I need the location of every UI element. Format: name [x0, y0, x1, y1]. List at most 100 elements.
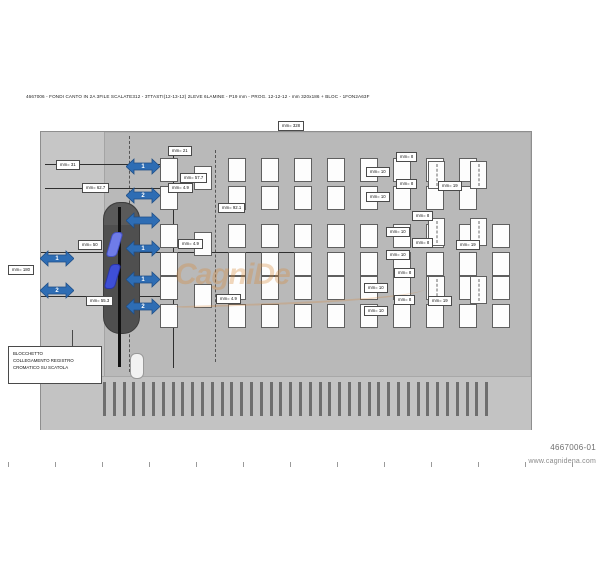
- dim-180: mm= 180: [8, 265, 35, 276]
- comb-tooth: [416, 382, 420, 416]
- key-rectangle: [327, 158, 345, 182]
- comb-tooth: [357, 382, 361, 416]
- dim-4-9-a: mm= 4.9: [168, 183, 193, 194]
- key-rectangle: [261, 276, 279, 300]
- dim-r19-c: mm= 19: [428, 296, 452, 307]
- key-rectangle: [426, 304, 444, 328]
- dim-4-9-c: mm= 4.9: [216, 294, 241, 305]
- comb-tooth: [122, 382, 126, 416]
- page-title: 4667006 - FONDI CANTO IN 2A 3FILE SCALAT…: [26, 94, 370, 99]
- comb-tooth: [259, 382, 263, 416]
- comb-tooth: [299, 382, 302, 416]
- dim-r10-e: mm= 10: [364, 283, 388, 294]
- key-rectangle: [294, 186, 312, 210]
- bottom-ruler: [0, 462, 616, 474]
- comb-tooth: [142, 382, 146, 416]
- dim-21: mm= 21: [168, 146, 192, 157]
- lever-arrow-mid-1[interactable]: [126, 212, 160, 229]
- dim-31: mm= 31: [56, 160, 80, 171]
- comb-tooth: [465, 382, 469, 416]
- comb-tooth: [485, 382, 489, 416]
- ruler-tick: [431, 462, 432, 467]
- lever-arrow-left-2[interactable]: 2: [40, 282, 74, 299]
- key-rectangle: [426, 252, 444, 276]
- lever-arrow-low-2[interactable]: 2: [126, 298, 160, 315]
- dim-r10-d: mm= 10: [386, 250, 410, 261]
- lever-arrow-top-2[interactable]: 2: [126, 187, 160, 204]
- comb-tooth: [132, 382, 136, 416]
- lever-arrow-left-1[interactable]: 1: [40, 250, 74, 267]
- key-rectangle: [228, 224, 246, 248]
- ruler-tick: [337, 462, 338, 467]
- key-rectangle: [327, 304, 345, 328]
- key-rectangle: [294, 304, 312, 328]
- note-box: BLOCCHETTO COLLEGAMENTO REGISTRO CROMATI…: [8, 346, 102, 384]
- comb-tooth: [348, 382, 351, 416]
- ruler-tick: [102, 462, 103, 467]
- comb-tooth: [397, 382, 400, 416]
- dim-line-62: [45, 188, 175, 189]
- lever-arrow-top-1-label: 1: [141, 163, 145, 170]
- key-rectangle: [360, 224, 378, 248]
- lever-arrow-top-1[interactable]: 1: [126, 158, 160, 175]
- note-line-2: COLLEGAMENTO REGISTRO: [13, 357, 74, 363]
- key-centerline: [478, 279, 479, 301]
- key-rectangle: [294, 276, 312, 300]
- comb-tooth: [446, 382, 449, 416]
- website-url: www.cagnidena.com: [528, 458, 596, 465]
- construction-line-c: [215, 150, 216, 362]
- key-rectangle: [459, 186, 477, 210]
- ruler-tick: [55, 462, 56, 467]
- key-rectangle: [294, 252, 312, 276]
- key-centerline: [436, 221, 437, 243]
- key-rectangle: [160, 224, 178, 248]
- key-rectangle: [294, 158, 312, 182]
- comb-tooth: [426, 382, 430, 416]
- dim-r19-a: mm= 19: [438, 181, 462, 192]
- key-rectangle: [360, 252, 378, 276]
- comb-tooth: [171, 382, 175, 416]
- capsule-foot: [130, 353, 144, 379]
- key-rectangle: [327, 224, 345, 248]
- key-rectangle: [492, 224, 510, 248]
- ruler-tick: [290, 462, 291, 467]
- dim-4-9-b: mm= 4.9: [178, 239, 203, 250]
- lever-arrow-low-2-label: 2: [141, 303, 145, 310]
- key-rectangle: [160, 158, 178, 182]
- comb-tooth: [230, 382, 234, 416]
- key-centerline: [478, 164, 479, 186]
- key-rectangle: [261, 304, 279, 328]
- lever-arrow-mid-2[interactable]: 1: [126, 240, 160, 257]
- comb-tooth: [338, 382, 342, 416]
- comb-tooth: [318, 382, 322, 416]
- key-rectangle: [160, 304, 178, 328]
- key-rectangle: [470, 276, 487, 304]
- key-centerline: [436, 164, 437, 186]
- ruler-tick: [243, 462, 244, 467]
- dim-top-overall: mm= 328: [278, 121, 305, 132]
- comb-tooth: [406, 382, 410, 416]
- key-rectangle: [327, 252, 345, 276]
- dim-62-7: mm= 62.7: [82, 183, 110, 194]
- comb-tooth: [152, 382, 155, 416]
- key-rectangle: [228, 252, 246, 276]
- dim-r8-c: mm= 8: [412, 211, 434, 222]
- key-rectangle: [459, 252, 477, 276]
- comb-tooth: [279, 382, 283, 416]
- comb-tooth: [161, 382, 165, 416]
- key-rectangle: [261, 252, 279, 276]
- key-rectangle: [228, 304, 246, 328]
- key-rectangle: [261, 186, 279, 210]
- comb-tooth: [181, 382, 185, 416]
- lever-arrow-low-1[interactable]: 1: [126, 271, 160, 288]
- dim-r10-f: mm= 10: [364, 306, 388, 317]
- comb-tooth: [103, 382, 106, 416]
- comb-tooth: [308, 382, 312, 416]
- dim-92-1: mm= 92.1: [218, 203, 246, 214]
- comb-teeth: [103, 382, 493, 416]
- note-line-3: CROMATICO SU SCATOLA: [13, 364, 69, 370]
- dim-57-7: mm= 57.7: [180, 173, 208, 184]
- comb-tooth: [377, 382, 381, 416]
- comb-tooth: [250, 382, 253, 416]
